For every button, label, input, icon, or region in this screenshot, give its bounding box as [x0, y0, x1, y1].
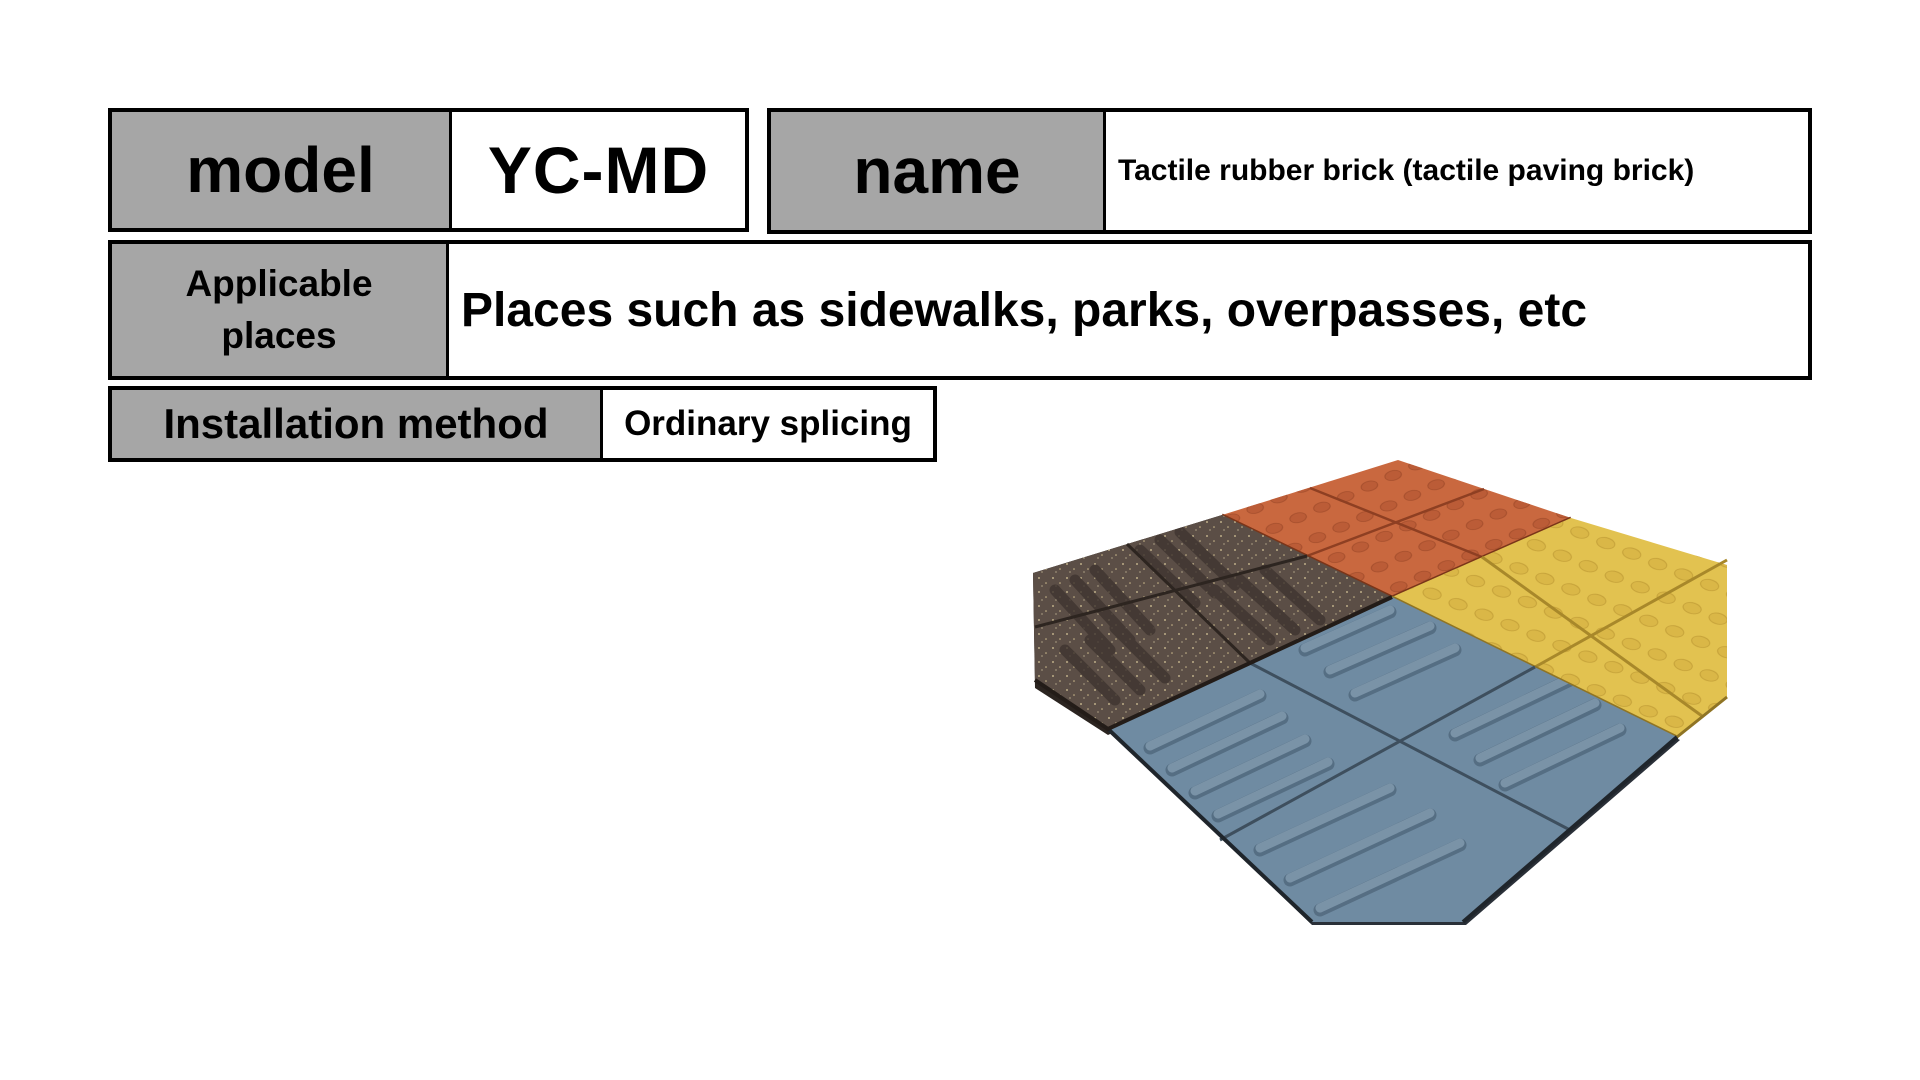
- name-value: Tactile rubber brick (tactile paving bri…: [1106, 112, 1808, 230]
- applicable-places-label-line1: Applicable: [185, 263, 373, 304]
- model-box: model YC-MD: [108, 108, 749, 232]
- applicable-places-box: Applicable places Places such as sidewal…: [108, 240, 1812, 380]
- installation-method-box: Installation method Ordinary splicing: [108, 386, 937, 462]
- tile-base-shadow: [1033, 515, 1392, 735]
- tile-red: [1221, 460, 1572, 599]
- applicable-places-label-line2: places: [221, 315, 337, 356]
- installation-method-label: Installation method: [112, 390, 603, 458]
- model-label: model: [112, 112, 452, 228]
- tile-yellow: [1391, 518, 1728, 739]
- tile-brown: [1033, 515, 1393, 732]
- tile-blue: [1106, 597, 1679, 924]
- applicable-places-label: Applicable places: [112, 244, 449, 376]
- name-label: name: [771, 112, 1106, 230]
- installation-method-value: Ordinary splicing: [603, 390, 933, 458]
- applicable-places-value: Places such as sidewalks, parks, overpas…: [449, 244, 1808, 376]
- name-box: name Tactile rubber brick (tactile pavin…: [767, 108, 1812, 234]
- model-value: YC-MD: [452, 112, 745, 228]
